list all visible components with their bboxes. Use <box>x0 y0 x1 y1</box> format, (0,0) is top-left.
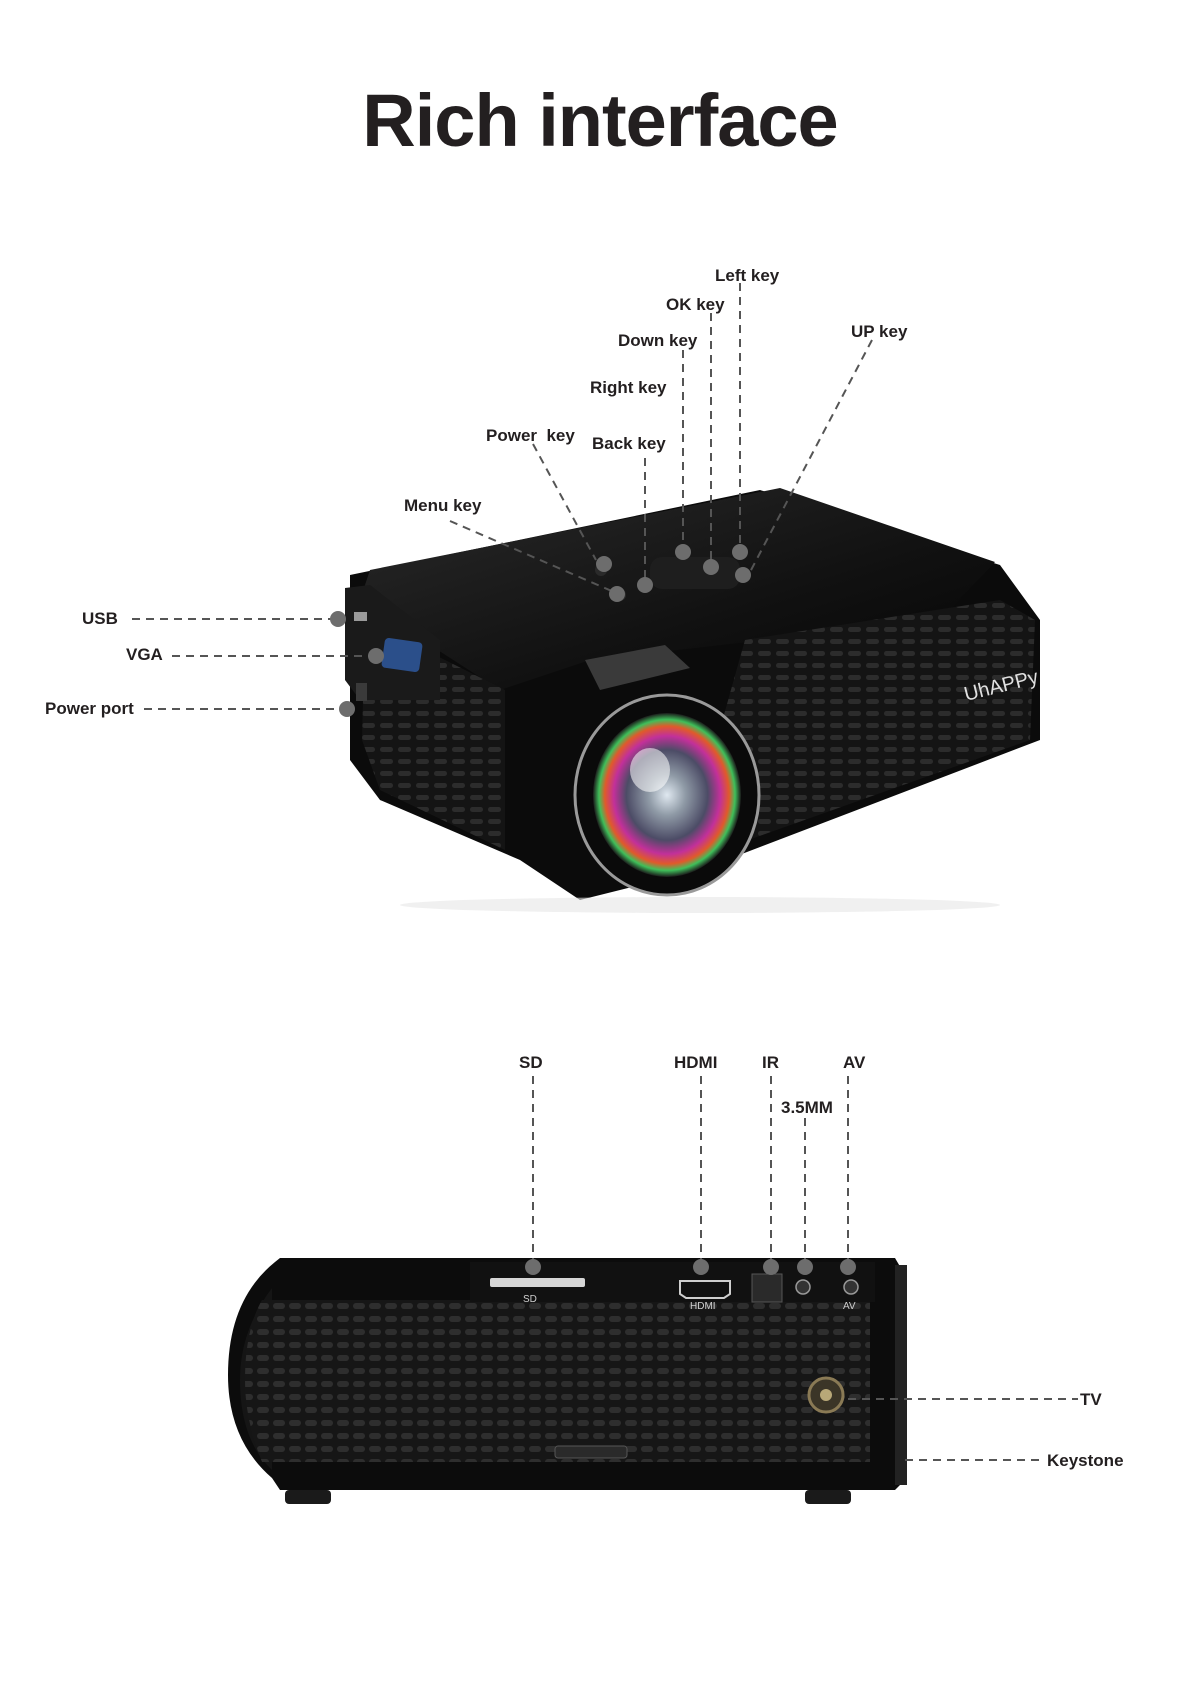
label-down-key: Down key <box>618 331 698 350</box>
sd-port-mark: SD <box>523 1294 537 1305</box>
label-sd: SD <box>519 1053 543 1072</box>
label-usb: USB <box>82 609 118 628</box>
label-ir: IR <box>762 1053 779 1072</box>
label-keystone: Keystone <box>1047 1451 1124 1470</box>
label-up-key: UP key <box>851 322 908 341</box>
projector-top-view: UhAPPy <box>345 488 1041 913</box>
page-title: Rich interface <box>362 79 838 162</box>
label-av: AV <box>843 1053 866 1072</box>
label-left-key: Left key <box>715 266 780 285</box>
label-ok-key: OK key <box>666 295 725 314</box>
label-3-5mm: 3.5MM <box>781 1098 833 1117</box>
label-power-key: Power key <box>486 426 575 445</box>
label-menu-key: Menu key <box>404 496 482 515</box>
rear-view-leaders <box>525 1076 1078 1461</box>
top-view-labels: Left key OK key Down key UP key Right ke… <box>45 266 908 718</box>
hdmi-port-mark: HDMI <box>690 1301 716 1312</box>
label-tv: TV <box>1080 1390 1102 1409</box>
label-vga: VGA <box>126 645 163 664</box>
label-right-key: Right key <box>590 378 667 397</box>
label-power-port: Power port <box>45 699 134 718</box>
rear-view-labels: SD HDMI IR AV 3.5MM TV Keystone <box>519 1053 1124 1470</box>
top-view-leaders <box>132 283 873 717</box>
av-port-mark: AV <box>843 1301 856 1312</box>
label-back-key: Back key <box>592 434 666 453</box>
label-hdmi: HDMI <box>674 1053 717 1072</box>
projector-rear-view: SD HDMI AV <box>228 1258 907 1504</box>
